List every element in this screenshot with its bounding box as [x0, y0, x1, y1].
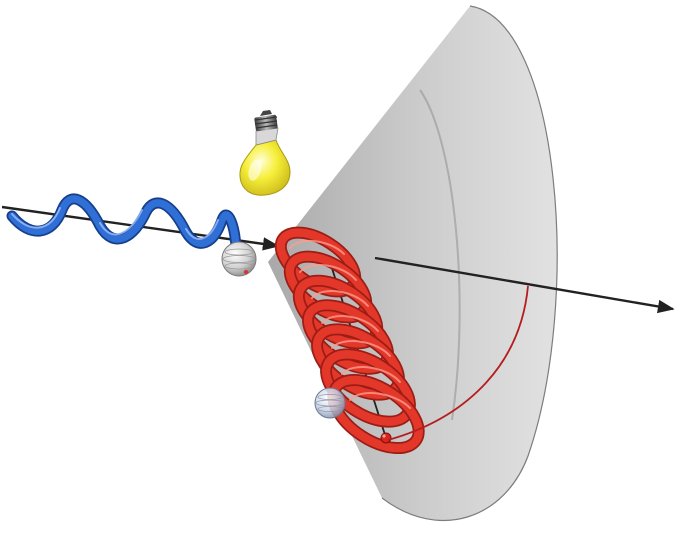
helix-point-marker — [380, 432, 392, 444]
cone-inner-edge — [419, 89, 461, 421]
bulb-base — [254, 110, 278, 132]
outgoing-helix — [274, 226, 425, 455]
cone-rim — [381, 5, 558, 522]
incoming-particle-sphere — [221, 241, 257, 277]
outgoing-particle-sphere — [314, 387, 346, 419]
light-bulb-icon — [239, 110, 291, 196]
deflection-arc — [387, 285, 529, 441]
outgoing-axis-arrow — [374, 256, 675, 314]
bulb-highlight — [248, 159, 262, 181]
incoming-helix — [6, 193, 242, 256]
bulb-neck — [255, 127, 279, 146]
bulb-glass — [239, 139, 291, 196]
